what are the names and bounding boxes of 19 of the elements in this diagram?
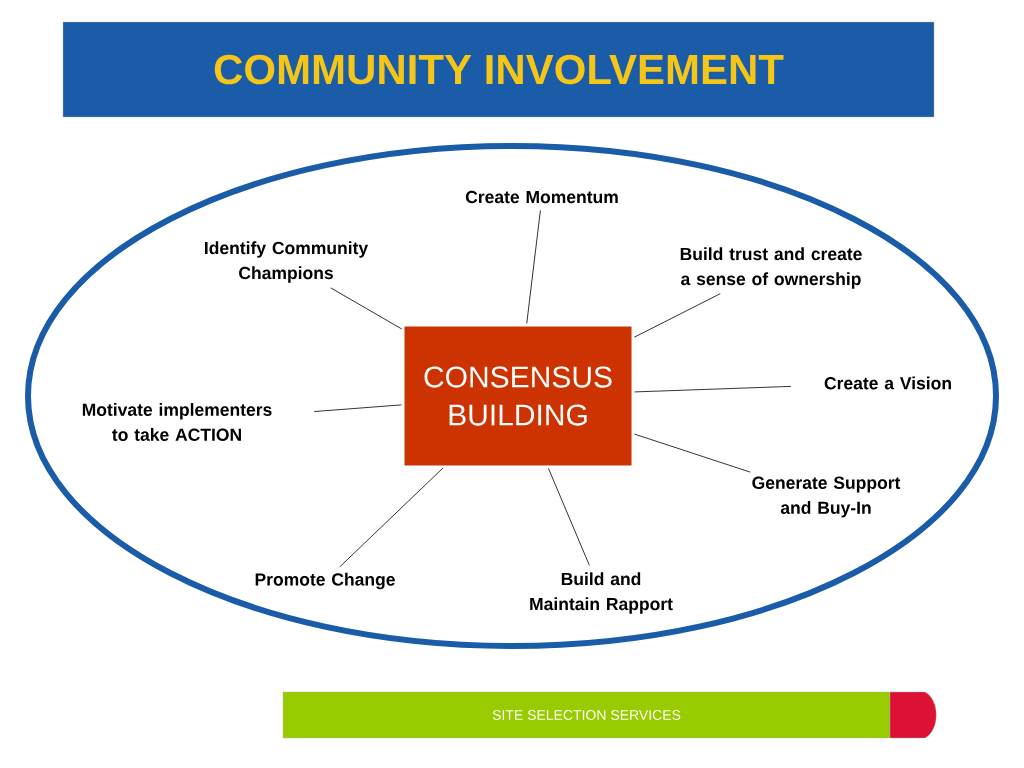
footer-bar: SITE SELECTION SERVICES <box>282 691 891 739</box>
title-banner: COMMUNITY INVOLVEMENT <box>62 21 935 118</box>
spoke-label: Motivate implementers to take ACTION <box>82 403 272 441</box>
spoke-label: Identify Community Champions <box>205 241 369 283</box>
connector-line <box>339 467 444 568</box>
spoke-label: Create Momentum <box>465 190 618 204</box>
spoke-label: Build and Maintain Rapport <box>530 572 673 614</box>
spoke-label: Build trust and create a sense of ownership <box>680 247 862 289</box>
spoke-label: Promote Change <box>255 572 395 590</box>
connector-line <box>633 293 721 338</box>
center-box: CONSENSUS BUILDING <box>403 325 633 467</box>
connector-line <box>634 386 792 393</box>
spoke-label: Create a Vision <box>824 376 951 390</box>
connector-line <box>548 467 590 566</box>
connector-line <box>526 209 541 324</box>
connector-line <box>330 287 403 330</box>
connector-line <box>313 404 402 412</box>
spoke-label: Generate Support and Buy-In <box>752 476 901 518</box>
connector-line <box>634 433 751 473</box>
